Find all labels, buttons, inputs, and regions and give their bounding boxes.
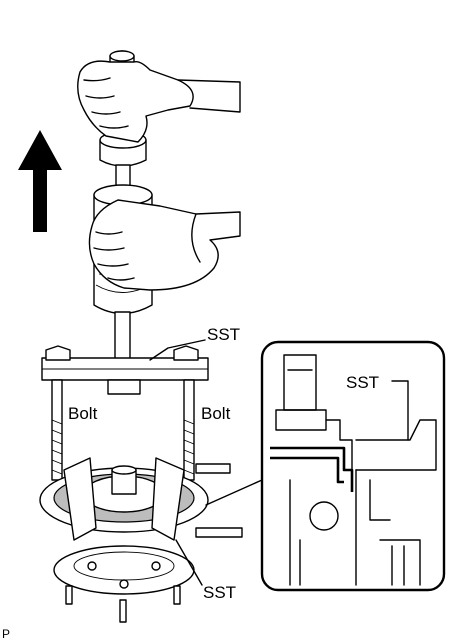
detail-view bbox=[260, 340, 446, 592]
pull-direction-arrow bbox=[18, 130, 62, 232]
sst-bottom-leader bbox=[175, 539, 203, 586]
detail-leader bbox=[205, 479, 263, 506]
lower-hand bbox=[88, 199, 241, 291]
sst-top-label: SST bbox=[207, 325, 240, 344]
sst-top-leader bbox=[149, 339, 206, 361]
figure-code: P bbox=[2, 627, 10, 641]
left-bolt bbox=[51, 379, 63, 481]
sst-detail-label: SST bbox=[346, 373, 379, 392]
sst-bottom-label: SST bbox=[203, 583, 236, 602]
bolt-left-label: Bolt bbox=[68, 404, 98, 423]
hub-assembly bbox=[39, 457, 243, 623]
sst-detail-leader bbox=[391, 380, 409, 441]
bolt-right-label: Bolt bbox=[201, 404, 231, 423]
puller-crossbar bbox=[41, 345, 209, 395]
right-bolt bbox=[183, 379, 195, 481]
upper-hand bbox=[77, 60, 241, 143]
